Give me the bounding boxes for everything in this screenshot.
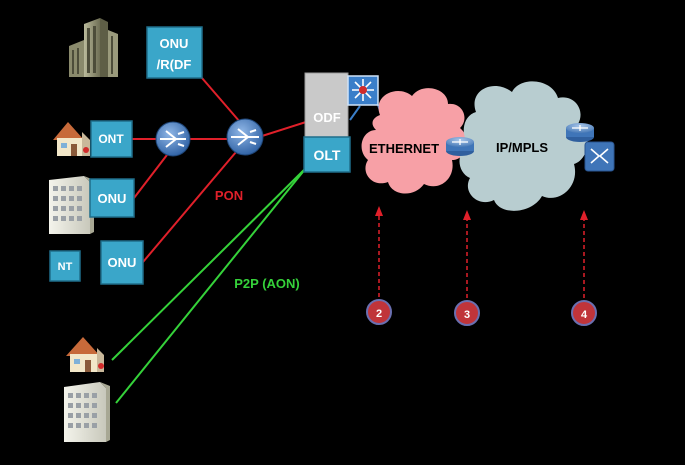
nt-box: NT (49, 250, 81, 282)
p2p-links (111, 161, 313, 404)
pon-links (132, 77, 307, 263)
pon-link-onu-building (133, 150, 171, 199)
pon-label: PON (215, 188, 243, 203)
ethernet-label: ETHERNET (369, 141, 439, 156)
pon-link-olt (261, 121, 307, 137)
house-icon (53, 122, 90, 156)
reference-point-2: 2 (366, 206, 392, 325)
onu-building-box: ONU (89, 178, 135, 218)
onu-rdf-label-line1: ONU (160, 36, 189, 51)
onu-rdf-label-line2: /R(DF (157, 57, 192, 72)
apartment-building-icon (49, 176, 94, 234)
olt-label: OLT (314, 147, 341, 163)
onu-rdf-box: ONU /R(DF (146, 26, 203, 79)
marker-2-label: 2 (376, 308, 382, 320)
optical-splitter-icon-2 (226, 118, 264, 156)
pon-link-onu-bottom (142, 151, 237, 263)
p2p-apartment-building-icon (64, 382, 110, 442)
onu-bottom-box: ONU (100, 240, 144, 285)
p2p-link-building (115, 167, 307, 404)
p2p-link-house (111, 161, 313, 361)
onu-building-label: ONU (98, 191, 127, 206)
mpls-switch-icon (584, 141, 615, 172)
onu-bottom-label: ONU (108, 255, 137, 270)
ethernet-switch-icon (347, 75, 379, 106)
ethernet-cloud: ETHERNET (361, 88, 468, 194)
pon-link-onu-rdf (201, 77, 241, 123)
router-icon-mpls-edge (566, 123, 594, 142)
ipmpls-cloud: IP/MPLS (459, 81, 588, 211)
olt-switch-link (349, 105, 361, 121)
reference-point-3: 3 (454, 210, 480, 326)
p2p-house-icon (66, 337, 104, 372)
marker-4-label: 4 (581, 309, 588, 321)
odf-label: ODF (313, 110, 341, 125)
reference-point-4: 4 (571, 210, 597, 326)
router-icon-ethernet-edge (446, 137, 474, 156)
p2p-label: P2P (AON) (234, 276, 300, 291)
ipmpls-label: IP/MPLS (496, 140, 548, 155)
odf-rack: ODF (304, 72, 349, 139)
office-tower-icon (69, 18, 118, 77)
marker-3-label: 3 (464, 309, 470, 321)
nt-label: NT (58, 261, 73, 273)
optical-splitter-icon-1 (155, 121, 191, 157)
ont-box: ONT (90, 120, 133, 158)
ont-label: ONT (98, 132, 124, 146)
olt-box: OLT (303, 136, 351, 173)
